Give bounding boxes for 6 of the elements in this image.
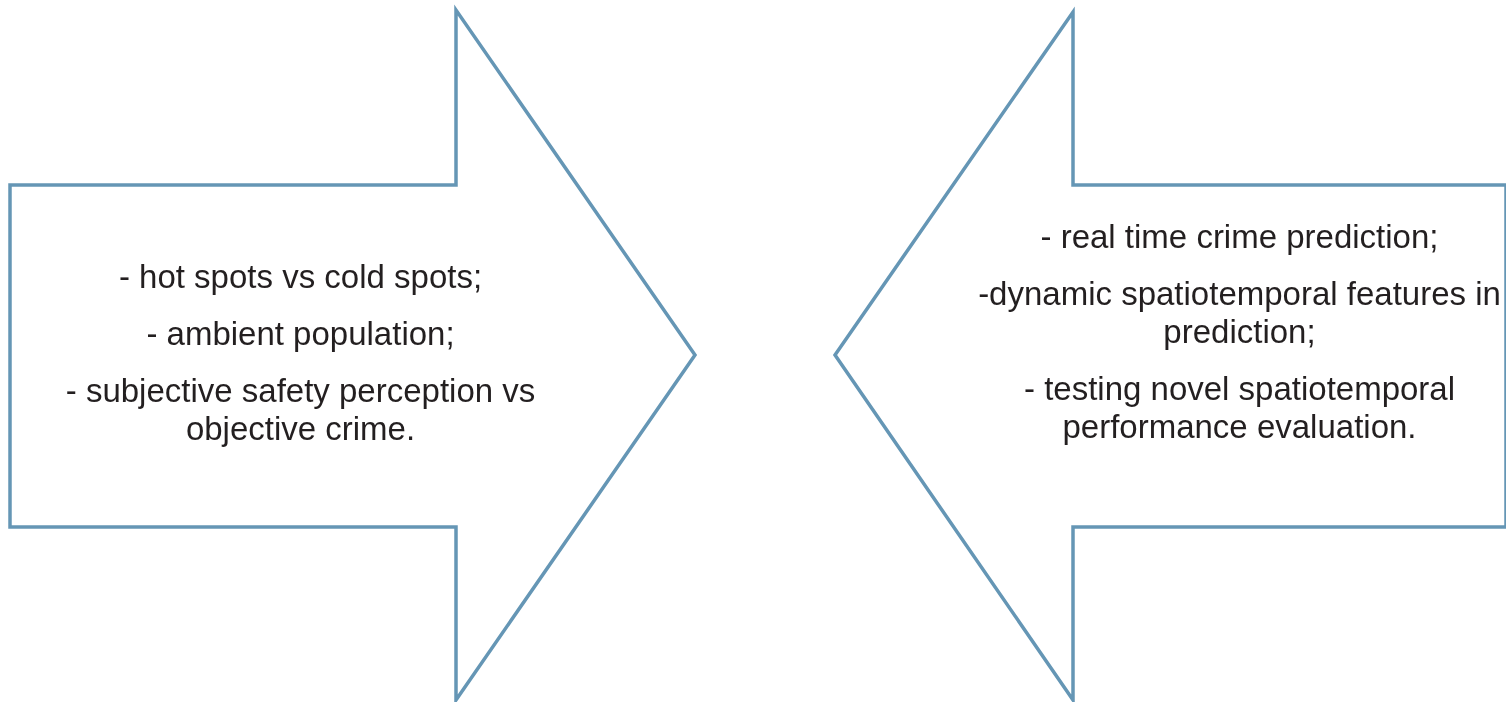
bullet-text: - testing novel spatiotemporal performance evaluation.: [1022, 370, 1457, 446]
bullet-text: - ambient population;: [146, 315, 455, 353]
bullet-text: - subjective safety perception vs objective crime.: [64, 372, 537, 448]
bullet-text: - hot spots vs cold spots;: [118, 258, 483, 296]
bullet-text: -dynamic spatiotemporal features in prediction;: [977, 275, 1502, 351]
bullet-text: - real time crime prediction;: [1040, 218, 1439, 256]
